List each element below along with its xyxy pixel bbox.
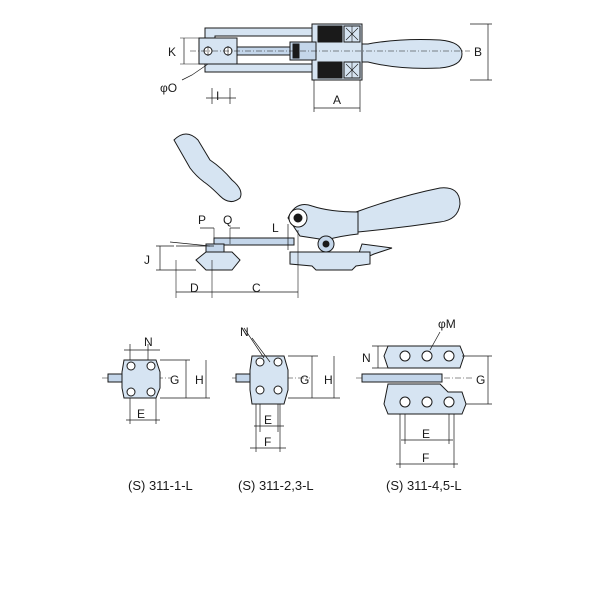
label-a: A	[333, 93, 341, 107]
label-o: φO	[160, 81, 177, 95]
variant-311-4-5: N φM G E F (S) 311-4,5-L	[356, 317, 492, 493]
variant-1-label-h: H	[195, 373, 204, 387]
label-l: L	[272, 221, 279, 235]
variant-3-caption: (S) 311-4,5-L	[386, 478, 462, 493]
variant-1-label-g: G	[170, 373, 179, 387]
variant-311-1: N G H E (S) 311-1-L	[102, 335, 210, 493]
variant-2-label-h: H	[324, 373, 333, 387]
variant-311-2-3: N G H E F (S) 311-2,3-L	[232, 325, 340, 493]
label-q: Q	[223, 213, 232, 227]
variant-3-label-g: G	[476, 373, 485, 387]
variant-2-label-n: N	[240, 325, 249, 339]
variant-1-caption: (S) 311-1-L	[128, 478, 193, 493]
variant-3-label-e: E	[422, 427, 430, 441]
variant-1-label-n: N	[144, 335, 153, 349]
variant-3-label-n: N	[362, 351, 371, 365]
variant-1-label-e: E	[137, 407, 145, 421]
label-k: K	[168, 45, 176, 59]
side-view-rod	[213, 237, 295, 246]
variant-3-label-m: φM	[438, 317, 456, 331]
label-p: P	[198, 213, 206, 227]
side-view-handle-closed	[355, 187, 461, 233]
side-view-head	[195, 251, 241, 271]
label-b: B	[474, 45, 482, 59]
side-view-handle-open	[173, 133, 242, 202]
side-view-base	[289, 251, 371, 271]
label-c: C	[252, 281, 261, 295]
variant-2-caption: (S) 311-2,3-L	[238, 478, 314, 493]
label-i: I	[216, 89, 219, 103]
side-view: P Q L J D C	[144, 133, 461, 298]
variant-2-label-g: G	[300, 373, 309, 387]
variant-2-label-e: E	[264, 413, 272, 427]
variant-2-label-f: F	[264, 435, 271, 449]
label-d: D	[190, 281, 199, 295]
variant-3-label-f: F	[422, 451, 429, 465]
top-view-handle	[361, 39, 463, 69]
top-view: K φO I A B	[160, 23, 492, 112]
label-j: J	[144, 253, 150, 267]
